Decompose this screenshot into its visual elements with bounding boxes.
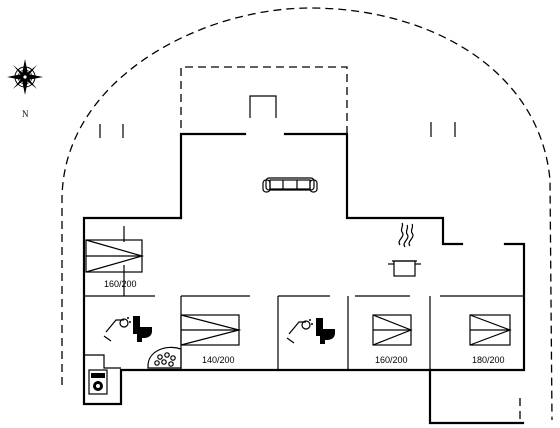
interior-walls <box>84 226 524 370</box>
bed-size-label: 140/200 <box>202 355 235 365</box>
compass-north-label: N <box>22 109 29 119</box>
bed-size-label: 160/200 <box>104 279 137 289</box>
annex-bracket <box>249 95 277 118</box>
bed-4: 180/200 <box>469 314 512 365</box>
bed-size-label: 160/200 <box>375 355 408 365</box>
shower-icon <box>286 319 313 344</box>
compass-rose-icon <box>7 59 43 95</box>
annex-dashed <box>180 66 348 136</box>
shower-icon <box>103 317 131 342</box>
plot-boundary-dashed <box>61 7 553 421</box>
bed-3: 160/200 <box>372 314 413 365</box>
bed-size-label: 180/200 <box>472 355 505 365</box>
toilet-icon <box>316 318 335 344</box>
bed-1: 160/200 <box>85 239 145 289</box>
bed-2: 140/200 <box>180 314 242 365</box>
cooking-pot-icon <box>388 222 421 277</box>
posts-left <box>99 124 124 138</box>
toilet-icon <box>133 316 152 342</box>
washing-machine-icon <box>88 369 108 395</box>
sofa-icon <box>262 177 318 193</box>
posts-right <box>430 122 456 137</box>
sauna-icon <box>147 346 182 369</box>
exterior-walls <box>82 132 526 425</box>
